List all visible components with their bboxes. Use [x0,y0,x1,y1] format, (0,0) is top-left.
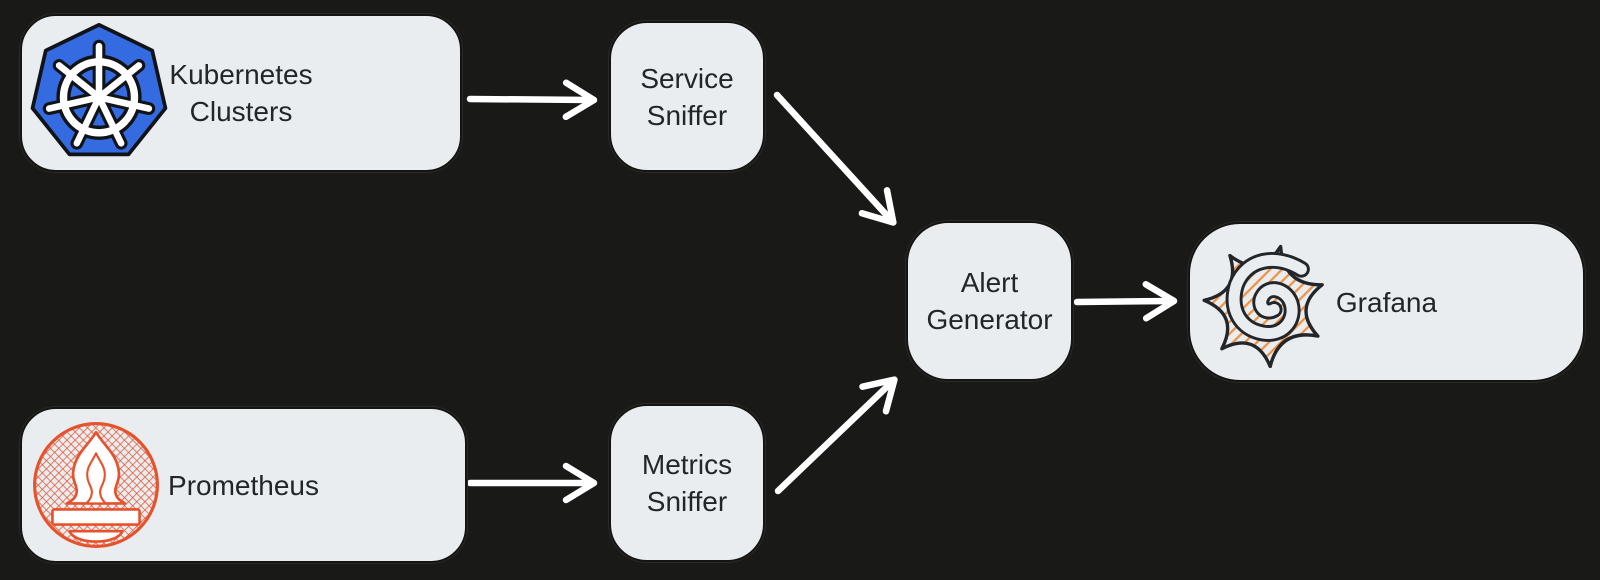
node-grafana: Grafana [1188,222,1585,382]
node-label-grafana: Grafana [1190,224,1583,380]
node-label-prometheus: Prometheus [22,409,465,561]
label-line: Sniffer [646,486,728,517]
node-prometheus: Prometheus [20,407,467,563]
label-line: Service [640,62,734,94]
node-label-alert-generator: Alert Generator [908,223,1071,379]
label-line: Metrics [641,449,733,480]
node-service-sniffer: Service Sniffer [609,21,765,172]
node-metrics-sniffer: Metrics Sniffer [609,404,765,562]
arrow-service-sniffer-to-alert-generator [773,91,897,226]
kubernetes-icon [30,22,168,157]
label-line: Grafana [1335,286,1438,318]
node-label-service-sniffer: Service Sniffer [611,23,763,170]
grafana-icon [1202,244,1324,368]
arrow-alert-generator-to-grafana [1073,281,1178,322]
label-line: Alert [960,267,1019,298]
label-line: Generator [926,304,1053,335]
node-label-kubernetes: Kubernetes Clusters [22,16,460,170]
arrow-metrics-sniffer-to-alert-generator [774,376,898,495]
label-line: Clusters [189,96,293,127]
node-kubernetes-clusters: Kubernetes Clusters [20,14,462,172]
prometheus-icon [33,422,159,548]
label-line: Sniffer [646,99,728,131]
arrow-kubernetes-to-service-sniffer [466,79,598,121]
label-line: Prometheus [168,469,319,501]
node-alert-generator: Alert Generator [906,221,1073,381]
node-label-metrics-sniffer: Metrics Sniffer [611,406,763,560]
label-line: Kubernetes [169,59,313,90]
